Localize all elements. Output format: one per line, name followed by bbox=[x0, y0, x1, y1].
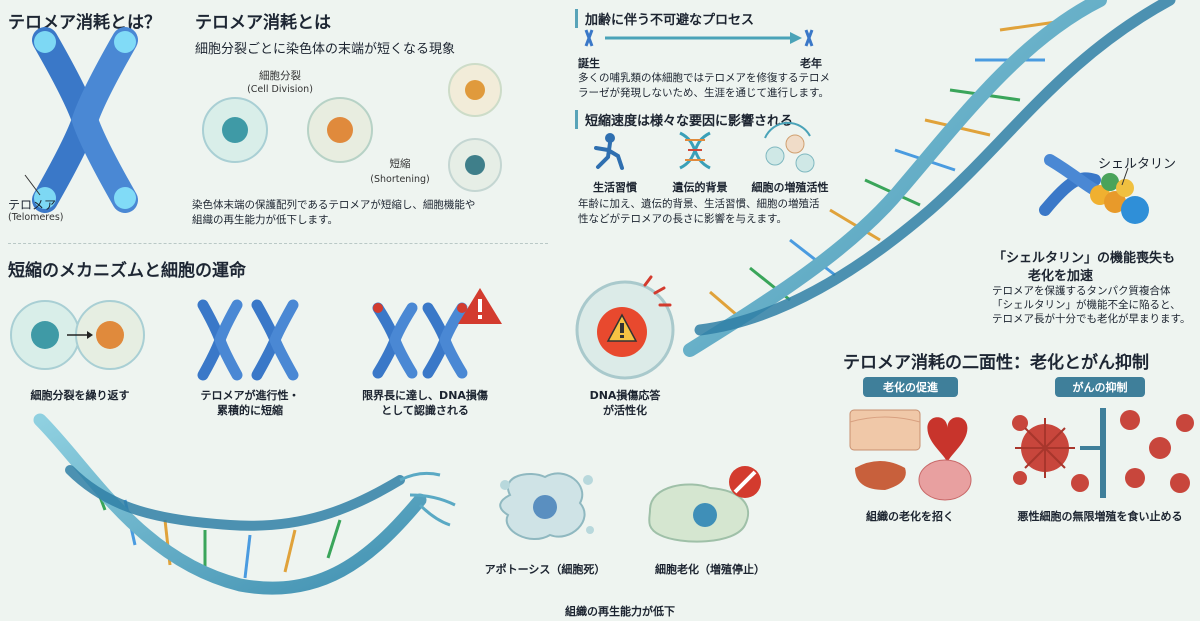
cancer-suppression-illustration bbox=[1012, 408, 1194, 498]
step1-label: 細胞分裂を繰り返す bbox=[30, 389, 130, 402]
division-label: 細胞分裂 bbox=[259, 70, 301, 82]
factor-lifestyle: 生活習慣 bbox=[593, 181, 637, 194]
sec5-desc-line3: テロメア長が十分でも老化が早まります。 bbox=[992, 313, 1191, 325]
sec2-desc-line2: 組織の再生能力が低下します。 bbox=[192, 214, 338, 226]
sec3-title: 加齢に伴う不可避なプロセス bbox=[575, 9, 754, 28]
step3-label-line1: 限界長に達し、DNA損傷 bbox=[362, 389, 488, 402]
shortening-label: 短縮 bbox=[389, 158, 411, 170]
step2-label-line1: テロメアが進行性・ bbox=[200, 389, 300, 402]
senescence-illustration bbox=[648, 466, 761, 543]
sec2-title: テロメア消耗とは bbox=[195, 13, 331, 33]
step4-label-line2: が活性化 bbox=[603, 404, 647, 417]
sec5-title-line1: 「シェルタリン」の機能喪失も bbox=[993, 251, 1176, 266]
aging-caption: 組織の老化を招く bbox=[866, 510, 954, 523]
factor-proliferation: 細胞の増殖活性 bbox=[751, 181, 829, 194]
section-divider bbox=[8, 243, 548, 244]
cancer-caption: 悪性細胞の無限増殖を食い止める bbox=[1017, 510, 1183, 523]
chromosome-illustration bbox=[24, 27, 138, 213]
damaged-chromosomes bbox=[372, 288, 502, 379]
sec3-desc-line1: 多くの哺乳類の体細胞ではテロメアを修復するテロメ bbox=[578, 72, 830, 84]
factor-genetics: 遺伝的背景 bbox=[672, 181, 728, 194]
step3-label-line2: として認識される bbox=[381, 404, 469, 417]
sec6-title: 短縮のメカニズムと細胞の運命 bbox=[8, 261, 246, 281]
step4-label-line1: DNA損傷応答 bbox=[589, 389, 661, 402]
telomere-label: テロメア bbox=[8, 198, 57, 212]
apoptosis-illustration bbox=[499, 472, 594, 541]
aging-tissue-illustration bbox=[849, 409, 972, 501]
step2-label-line2: 累積的に短縮 bbox=[217, 404, 283, 417]
sec2-desc-line1: 染色体末端の保護配列であるテロメアが短縮し、細胞機能や bbox=[192, 199, 476, 211]
sec1-title: テロメア消耗とは？ bbox=[8, 13, 161, 33]
sec4-desc-line2: 性などがテロメアの長さに影響を与えます。 bbox=[578, 213, 787, 225]
promote-aging-tag: 老化の促進 bbox=[863, 377, 958, 397]
shelterin-label: シェルタリン bbox=[1098, 157, 1177, 172]
division-en-label: (Cell Division) bbox=[247, 84, 313, 95]
suppress-cancer-tag: がんの抑制 bbox=[1055, 377, 1145, 397]
factor-icons bbox=[594, 121, 815, 173]
apoptosis-label: アポトーシス（細胞死） bbox=[484, 563, 606, 576]
sec3-desc-line2: ラーゼが発現しないため、生涯を通じて進行します。 bbox=[578, 87, 829, 99]
aging-arrow bbox=[584, 29, 814, 47]
sec2-subtitle: 細胞分裂ごとに染色体の末端が短くなる現象 bbox=[195, 42, 456, 57]
telomere-en-label: (Telomeres) bbox=[8, 212, 64, 223]
sec5-desc-line2: 「シェルタリン」が機能不全に陥ると、 bbox=[992, 299, 1181, 311]
sec4-title: 短縮速度は様々な要因に影響される bbox=[575, 110, 793, 129]
tissue-regeneration-decline: 組織の再生能力が低下 bbox=[565, 605, 675, 618]
shortening-chromosomes bbox=[197, 299, 299, 381]
shortening-en-label: (Shortening) bbox=[370, 174, 430, 185]
dna-damage-response-illustration bbox=[575, 275, 675, 380]
sec7-title: テロメア消耗の二面性：老化とがん抑制 bbox=[843, 353, 1149, 373]
old-age-label: 老年 bbox=[800, 57, 822, 70]
birth-label: 誕生 bbox=[578, 57, 600, 70]
shelterin-illustration bbox=[1039, 154, 1149, 224]
sec4-desc-line1: 年齢に加え、遺伝的背景、生活習慣、細胞の増殖活 bbox=[578, 198, 820, 210]
sec5-desc-line1: テロメアを保護するタンパク質複合体 bbox=[992, 285, 1171, 297]
senescence-label: 細胞老化（増殖停止） bbox=[655, 563, 765, 576]
repeated-division-illustration bbox=[10, 300, 145, 370]
cell-division-illustration bbox=[202, 63, 502, 192]
sec5-title-line2: 老化を加速 bbox=[1028, 269, 1094, 284]
